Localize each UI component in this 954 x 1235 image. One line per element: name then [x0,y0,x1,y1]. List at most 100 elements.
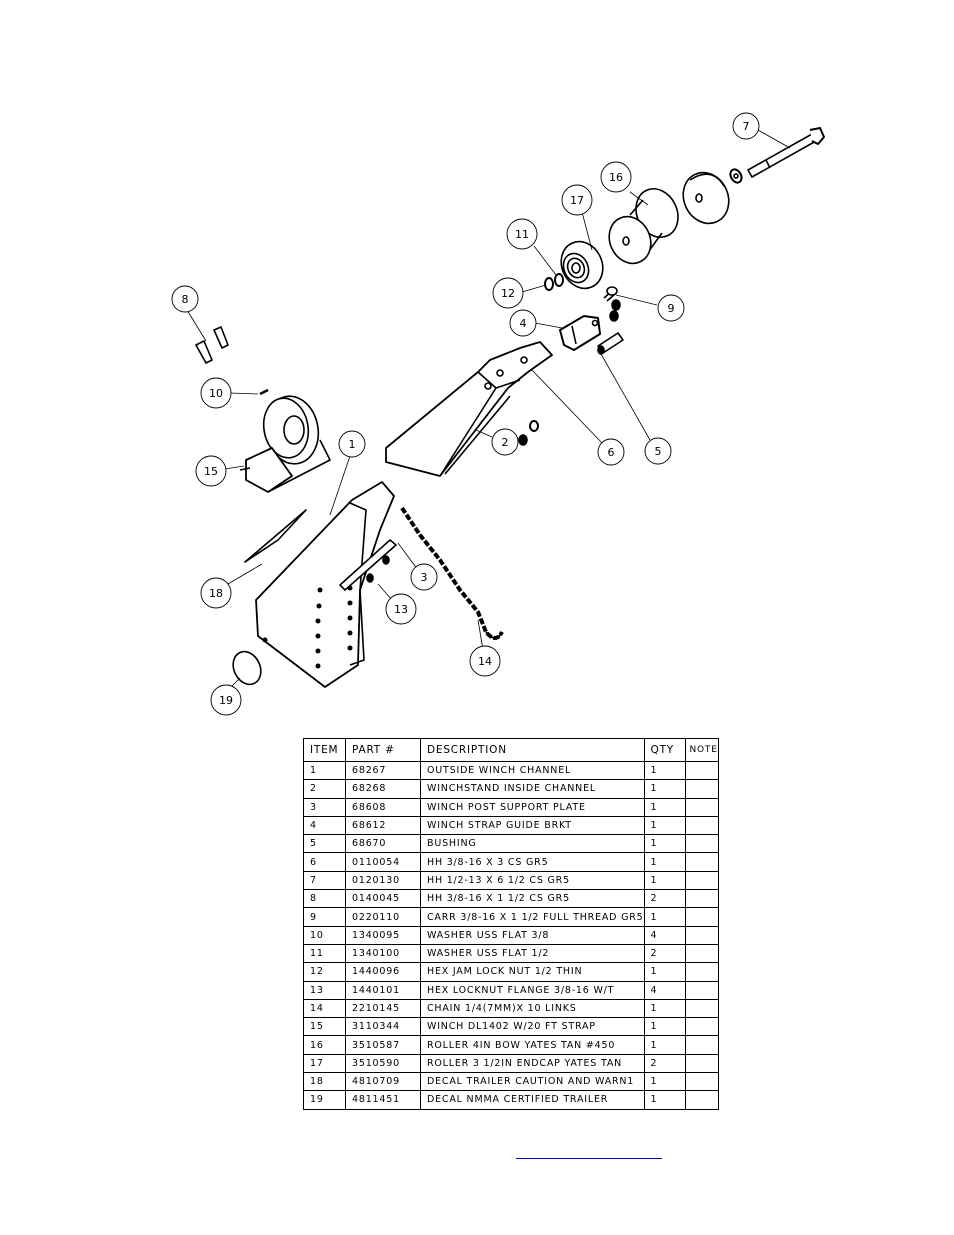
cell-qty: 2 [643,1053,686,1074]
part-14-chain [400,506,504,640]
part-18-decal [244,509,307,563]
header-part: PART # [345,738,421,762]
callout-label: 11 [515,228,529,241]
callout-12: 12 [492,277,524,309]
cell-item: 8 [303,889,346,909]
table-header-row: ITEM PART # DESCRIPTION QTY NOTE [303,738,719,762]
part-17-endcap-right [682,171,730,225]
callout-label: 9 [668,302,675,315]
cell-description: WINCHSTAND INSIDE CHANNEL [420,779,645,799]
cell-qty: 4 [643,980,686,1000]
callout-9: 9 [657,294,685,322]
cell-part: 68670 [345,834,421,854]
part-10-washer [259,388,269,396]
cell-note [684,925,719,945]
cell-description: HEX JAM LOCK NUT 1/2 THIN [420,962,645,982]
callout-label: 3 [421,571,428,584]
channel-holes [262,585,353,669]
cell-part: 0120130 [345,870,421,891]
cell-qty: 1 [643,797,686,817]
header-description: DESCRIPTION [420,738,645,762]
cell-item: 2 [303,779,346,799]
cell-description: HH 1/2-13 X 6 1/2 CS GR5 [420,870,645,891]
callout-17: 17 [561,184,593,216]
cell-item: 5 [303,834,346,854]
callout-4: 4 [509,309,537,337]
cell-note [684,1035,719,1055]
cell-part: 4810709 [345,1072,421,1092]
callouts: 7 16 17 11 12 9 4 8 10 2 6 5 1 15 3 18 1… [171,112,760,716]
cell-note [684,852,719,872]
cell-description: WASHER USS FLAT 3/8 [420,925,645,945]
callout-19: 19 [210,684,242,716]
callout-8: 8 [171,285,199,313]
cell-item: 1 [303,760,346,781]
part-7-bolt [747,127,825,178]
callout-16: 16 [600,161,632,193]
part-15-winch [239,395,331,493]
cell-part: 0110054 [345,852,421,872]
cell-part: 1440096 [345,962,421,982]
cell-qty: 1 [643,998,686,1019]
cell-qty: 1 [643,1090,686,1110]
cell-note [684,815,719,836]
cell-part: 1440101 [345,980,421,1000]
cell-description: OUTSIDE WINCH CHANNEL [420,760,645,781]
part-3-support-plate [339,539,397,591]
cell-qty: 1 [643,870,686,891]
cell-note [684,1017,719,1037]
cell-description: WINCH DL1402 W/20 FT STRAP [420,1017,645,1037]
cell-description: HH 3/8-16 X 1 1/2 CS GR5 [420,889,645,909]
part-9-nuts [609,299,621,322]
cell-description: HH 3/8-16 X 3 CS GR5 [420,852,645,872]
callout-label: 8 [182,293,189,306]
cell-item: 4 [303,815,346,836]
callout-label: 1 [349,438,356,451]
cell-qty: 1 [643,852,686,872]
cell-qty: 1 [643,1017,686,1037]
cell-item: 6 [303,852,346,872]
callout-7: 7 [732,112,760,140]
part-5-bushing [597,332,624,355]
callout-10: 10 [200,377,232,409]
callout-label: 6 [608,446,615,459]
cell-item: 17 [303,1053,346,1074]
cell-item: 12 [303,962,346,982]
cell-part: 3510587 [345,1035,421,1055]
header-qty: QTY [643,738,686,762]
cell-part: 0220110 [345,907,421,927]
header-item: ITEM [303,738,346,762]
callout-label: 17 [570,194,584,207]
part-2-inside-channel [385,341,553,477]
cell-part: 2210145 [345,998,421,1019]
part-washer-7 [729,168,743,184]
callout-11: 11 [506,218,538,250]
cell-description: CARR 3/8-16 X 1 1/2 FULL THREAD GR5 [420,907,645,927]
cell-note [684,1090,719,1110]
cell-item: 18 [303,1072,346,1092]
callout-label: 14 [478,655,492,668]
footer-link-underline[interactable] [516,1158,662,1159]
part-17-endcap-left [560,240,604,290]
cell-part: 3110344 [345,1017,421,1037]
cell-qty: 1 [643,907,686,927]
callout-label: 10 [209,387,223,400]
leader-lines [186,129,791,689]
cell-qty: 1 [643,1072,686,1092]
